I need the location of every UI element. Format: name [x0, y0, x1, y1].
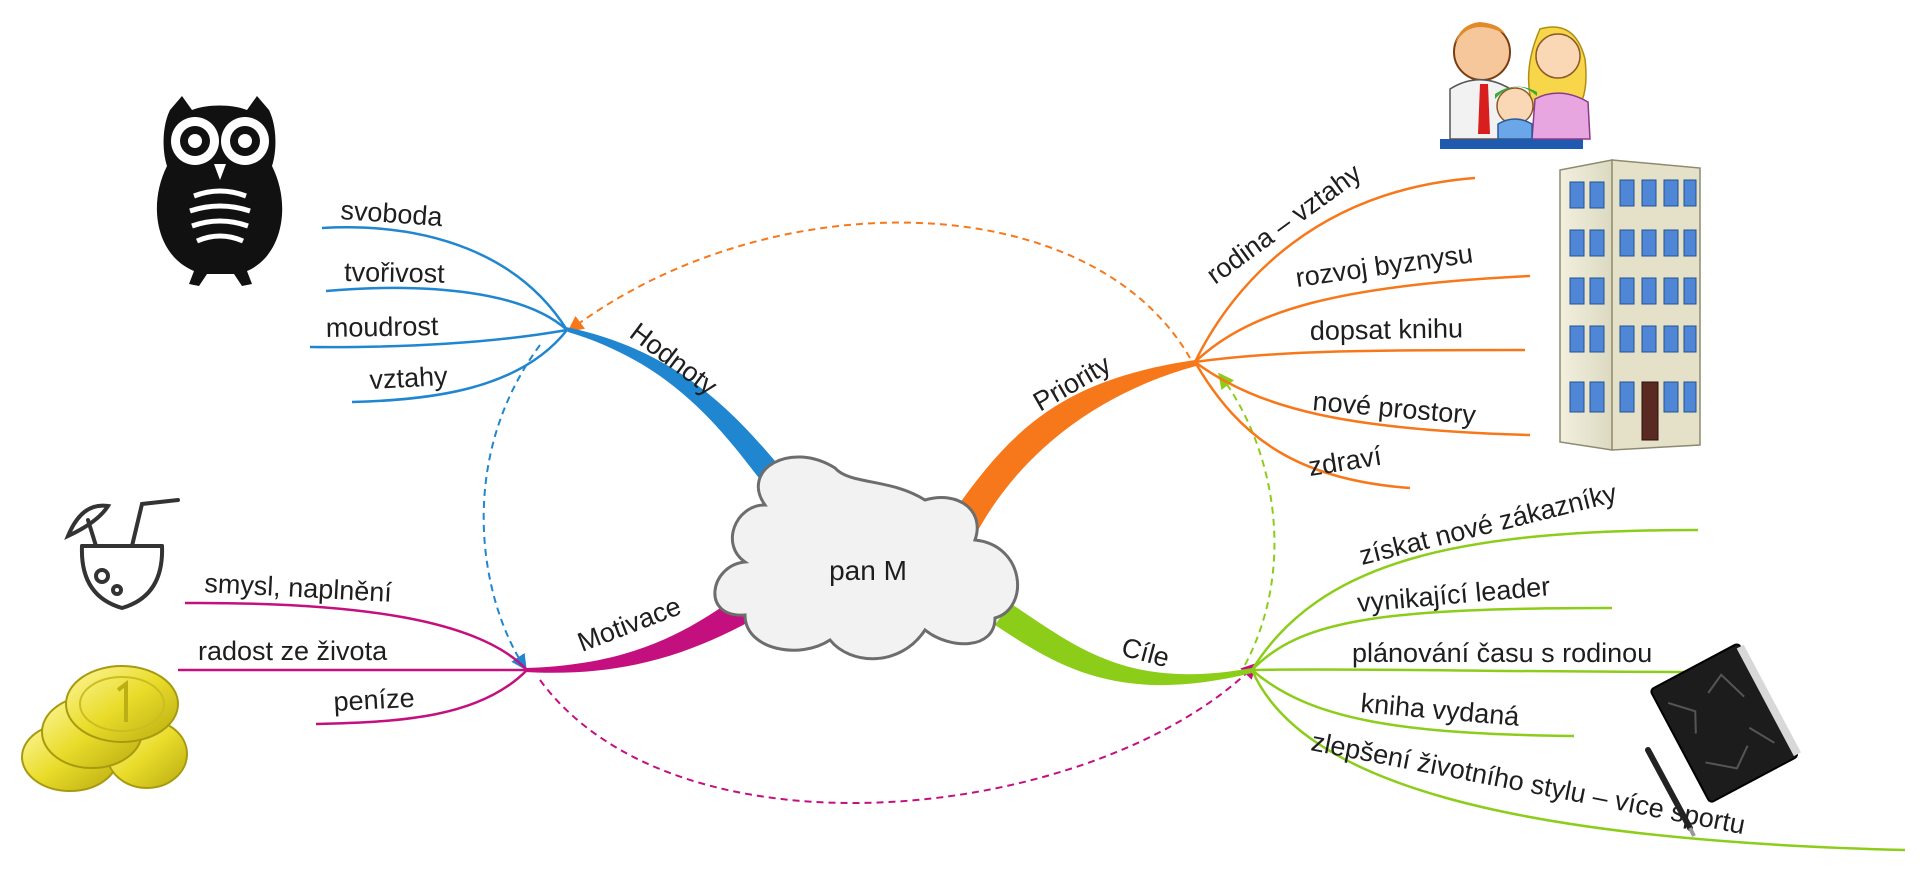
motivace-item-smysl-naplneni: smysl, naplnění — [204, 568, 393, 608]
branch-cile-trunk — [995, 603, 1252, 686]
priority-item-dopsat-knihu: dopsat knihu — [1310, 313, 1464, 346]
hodnoty-twig-1 — [321, 226, 569, 331]
motivace-item-penize: peníze — [333, 683, 416, 717]
hodnoty-twig-4 — [351, 329, 568, 404]
center-label: pan M — [829, 555, 907, 586]
priority-item-rozvoj-byznysu: rozvoj byznysu — [1294, 238, 1475, 293]
cile-item-ziskat-nove-zakazniky: získat nové zákazníky — [1356, 478, 1620, 571]
owl-icon — [156, 96, 283, 286]
cile-twig-5 — [1250, 669, 1906, 852]
hodnoty-item-moudrost: moudrost — [326, 311, 440, 343]
cile-item-kniha-vydana: kniha vydaná — [1359, 688, 1521, 732]
priority-twig-2 — [1194, 274, 1531, 363]
motivace-item-radost-ze-zivota: radost ze života — [198, 636, 388, 666]
hodnoty-item-svoboda: svoboda — [340, 195, 445, 232]
cile-twig-2 — [1251, 606, 1613, 671]
priority-item-zdravi: zdraví — [1306, 441, 1384, 482]
branch-hodnoty: Hodnoty svoboda tvořivost moudrost vztah… — [309, 195, 805, 510]
cile-twig-1 — [1250, 528, 1699, 671]
hodnoty-twig-3 — [309, 328, 568, 349]
branch-cile: Cíle získat nové zákazníky vynikající le… — [995, 478, 1906, 852]
hodnoty-item-vztahy: vztahy — [369, 361, 449, 395]
coins-icon — [21, 665, 188, 792]
priority-twig-1 — [1193, 176, 1476, 363]
cile-twig-4 — [1251, 669, 1575, 738]
center-cloud-shape — [713, 455, 1019, 661]
center-node: pan M — [713, 455, 1019, 661]
hodnoty-item-tvorivost: tvořivost — [344, 257, 446, 289]
priority-item-nove-prostory: nové prostory — [1311, 386, 1477, 430]
cile-item-planovani-casu-s-rodinou: plánování času s rodinou — [1352, 638, 1652, 668]
building-icon — [1559, 159, 1701, 451]
priority-twig-4 — [1194, 360, 1531, 437]
relation-cile-to-priority — [1218, 372, 1276, 666]
priority-twig-5 — [1193, 361, 1411, 490]
motivace-twig-3 — [315, 669, 528, 726]
branch-motivace: Motivace smysl, naplnění radost ze život… — [177, 568, 765, 726]
cocktail-icon — [64, 498, 180, 611]
motivace-twig-1 — [184, 601, 528, 671]
relation-priority-to-hodnoty — [567, 221, 1191, 359]
notebook-icon — [1645, 643, 1801, 837]
priority-twig-3 — [1194, 348, 1526, 364]
branch-priority: Priority rodina – vztahy rozvoj byznysu … — [948, 158, 1531, 536]
family-icon — [1440, 22, 1591, 149]
cile-twig-3 — [1251, 668, 1709, 674]
relation-hodnoty-to-motivace — [482, 344, 541, 671]
hodnoty-twig-2 — [325, 286, 568, 331]
relation-motivace-to-cile — [539, 662, 1258, 804]
